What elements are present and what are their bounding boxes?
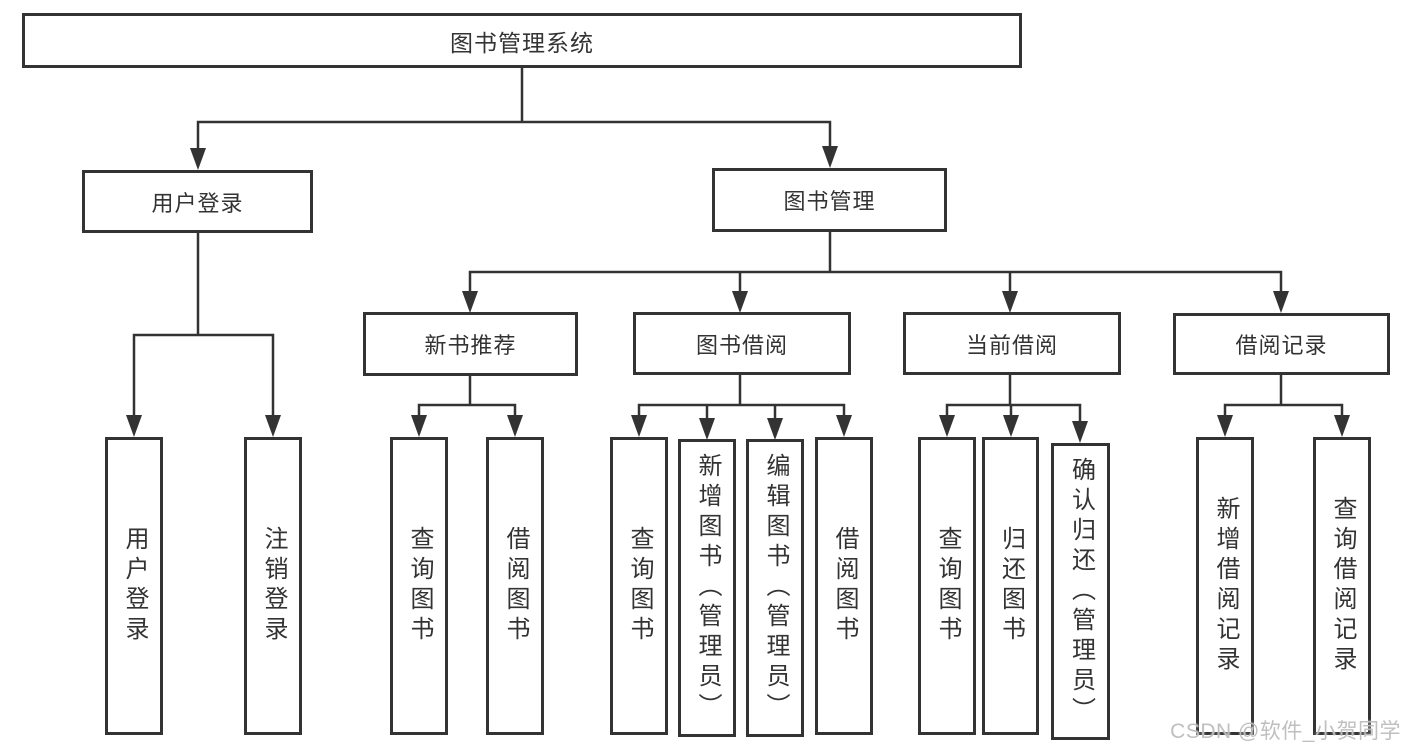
connector-line [637, 403, 846, 420]
connector-line [417, 403, 517, 420]
arrowhead-icon [631, 415, 647, 437]
connector-line [945, 403, 1082, 426]
arrowhead-icon [699, 418, 715, 440]
node-label: 用户登录 [151, 190, 244, 216]
csdn-watermark: CSDN @软件_小贺同学 [1170, 720, 1401, 743]
connector-line [132, 333, 275, 420]
node-book-management: 图书管理 [712, 168, 947, 232]
node-label: 新增借阅记录 [1212, 496, 1239, 676]
node-new-book-recommend: 新书推荐 [363, 312, 578, 376]
arrowhead-icon [939, 415, 955, 437]
node-leaf-borrow-books-1: 借阅图书 [486, 437, 544, 735]
node-label: 当前借阅 [965, 332, 1058, 358]
arrowhead-icon [462, 291, 478, 313]
node-leaf-query-borrow-record: 查询借阅记录 [1313, 437, 1371, 735]
arrowhead-icon [190, 148, 206, 170]
arrowhead-icon [411, 415, 427, 437]
node-label: 图书管理系统 [450, 29, 594, 56]
connector-line [196, 120, 832, 152]
node-label: 新增图书（管理员） [694, 453, 721, 723]
arrowhead-icon [507, 415, 523, 437]
node-label: 编辑图书（管理员） [762, 453, 789, 723]
arrowhead-icon [126, 415, 142, 437]
node-leaf-borrow-books-2: 借阅图书 [815, 437, 873, 735]
node-leaf-edit-books-admin: 编辑图书（管理员） [746, 439, 804, 737]
node-label: 确认归还（管理员） [1067, 456, 1095, 727]
node-leaf-logout: 注销登录 [244, 437, 302, 735]
arrowhead-icon [1217, 415, 1233, 437]
arrowhead-icon [1273, 291, 1289, 313]
node-label: 借阅图书 [831, 526, 858, 646]
node-leaf-return-books: 归还图书 [982, 437, 1039, 735]
arrowhead-icon [1072, 421, 1088, 443]
arrowhead-icon [836, 415, 852, 437]
arrowhead-icon [265, 415, 281, 437]
node-leaf-confirm-return-admin: 确认归还（管理员） [1051, 443, 1110, 740]
connector-line [1223, 403, 1344, 420]
arrowhead-icon [732, 291, 748, 313]
node-leaf-add-borrow-record: 新增借阅记录 [1196, 437, 1254, 735]
connector-line [468, 270, 1283, 296]
arrowhead-icon [1334, 415, 1350, 437]
node-book-borrowing: 图书借阅 [633, 312, 851, 375]
arrowhead-icon [767, 418, 783, 440]
node-leaf-query-books-2: 查询图书 [610, 437, 668, 735]
node-leaf-query-books-3: 查询图书 [918, 437, 976, 735]
arrowheads [126, 146, 1350, 443]
node-leaf-query-books-1: 查询图书 [390, 437, 448, 735]
node-user-login: 用户登录 [82, 170, 313, 233]
node-library-management-system: 图书管理系统 [22, 13, 1022, 68]
node-leaf-user-login: 用户登录 [105, 437, 163, 735]
node-current-borrowing: 当前借阅 [903, 312, 1121, 375]
node-label: 查询图书 [934, 526, 961, 646]
node-label: 借阅图书 [502, 526, 529, 646]
arrowhead-icon [1003, 415, 1019, 437]
node-label: 查询图书 [626, 526, 653, 646]
arrowhead-icon [822, 146, 838, 168]
node-label: 用户登录 [121, 526, 148, 646]
arrowhead-icon [1002, 291, 1018, 313]
node-label: 查询图书 [406, 526, 433, 646]
node-label: 归还图书 [997, 526, 1025, 646]
node-borrowing-records: 借阅记录 [1173, 313, 1390, 375]
node-leaf-add-books-admin: 新增图书（管理员） [678, 439, 736, 737]
node-label: 图书管理 [783, 189, 876, 214]
node-label: 图书借阅 [695, 332, 788, 358]
node-label: 新书推荐 [424, 333, 517, 358]
node-label: 查询借阅记录 [1329, 496, 1356, 676]
node-label: 借阅记录 [1235, 333, 1328, 358]
node-label: 注销登录 [260, 526, 287, 646]
